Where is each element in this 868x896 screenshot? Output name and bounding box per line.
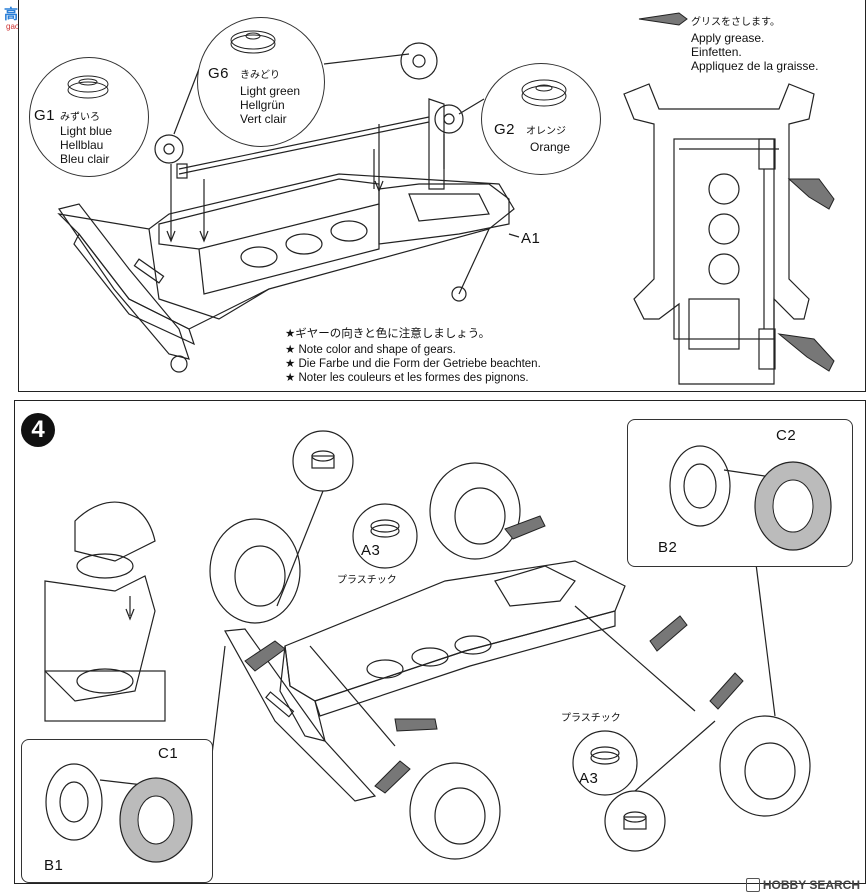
gear-g6-bubble: G6 きみどり Light green Hellgrün Vert clair bbox=[197, 17, 325, 147]
gear-g6-jp: きみどり bbox=[240, 70, 280, 81]
gear-note-jp: ★ギヤーの向きと色に注意しましょう。 bbox=[285, 328, 491, 340]
gear-note-de: ★ Die Farbe und die Form der Getriebe be… bbox=[285, 358, 541, 370]
gear-g1-fr: Bleu clair bbox=[60, 152, 110, 166]
part-a3-top-label: A3 bbox=[361, 542, 381, 559]
step4-panel: 4 bbox=[14, 400, 866, 884]
step-number-badge: 4 bbox=[21, 413, 55, 447]
plastic-bottom-label: プラスチック bbox=[561, 713, 621, 724]
gear-g1-icon bbox=[67, 75, 109, 99]
part-b2-label: B2 bbox=[658, 539, 678, 556]
gear-g6-de: Hellgrün bbox=[240, 98, 285, 112]
step3-chassis-drawing bbox=[57, 12, 835, 385]
part-a3-bottom-label: A3 bbox=[579, 770, 599, 787]
grease-de: Einfetten. bbox=[691, 45, 742, 59]
inset-c1-b1: C1 B1 bbox=[21, 739, 213, 883]
gear-note-en: ★ Note color and shape of gears. bbox=[285, 344, 456, 356]
gear-g1-de: Hellblau bbox=[60, 138, 104, 152]
hobby-search-logo: HOBBY SEARCH bbox=[745, 878, 860, 892]
grease-fr: Appliquez de la graisse. bbox=[691, 59, 819, 73]
gear-g6-fr: Vert clair bbox=[240, 112, 287, 126]
part-c1-label: C1 bbox=[158, 745, 179, 762]
part-b1-label: B1 bbox=[44, 857, 64, 874]
gear-g2-icon bbox=[521, 79, 567, 107]
gear-g2-bubble: G2 オレンジ Orange bbox=[481, 63, 601, 175]
gear-note-fr: ★ Noter les couleurs et les formes des p… bbox=[285, 372, 529, 384]
gear-g1-code: G1 bbox=[34, 107, 56, 124]
gear-g6-icon bbox=[230, 30, 276, 54]
gear-g1-bubble: G1 みずいろ Light blue Hellblau Bleu clair bbox=[29, 57, 149, 177]
part-c2-label: C2 bbox=[776, 427, 797, 444]
wheel-b1-tire-c1-icon bbox=[45, 763, 193, 863]
gear-g6-code: G6 bbox=[208, 65, 230, 82]
gear-g1-en: Light blue bbox=[60, 124, 113, 138]
gear-g2-en: Orange bbox=[530, 140, 571, 154]
hobby-search-icon bbox=[745, 878, 760, 892]
hobby-search-text: HOBBY SEARCH bbox=[762, 878, 860, 892]
wheel-b2-tire-c2-icon bbox=[669, 445, 832, 551]
inset-c2-b2: C2 B2 bbox=[627, 419, 853, 567]
plastic-top-label: プラスチック bbox=[337, 575, 397, 586]
gear-g1-jp: みずいろ bbox=[60, 112, 100, 123]
grease-en: Apply grease. bbox=[691, 31, 765, 45]
part-a1-label: A1 bbox=[521, 230, 541, 247]
gear-g2-code: G2 bbox=[494, 121, 516, 138]
gear-g2-jp: オレンジ bbox=[526, 126, 566, 137]
gear-g6-en: Light green bbox=[240, 84, 301, 98]
grease-jp: グリスをさします。 bbox=[691, 17, 780, 28]
step3-panel: グリスをさします。 Apply grease. Einfetten. Appli… bbox=[18, 0, 866, 392]
